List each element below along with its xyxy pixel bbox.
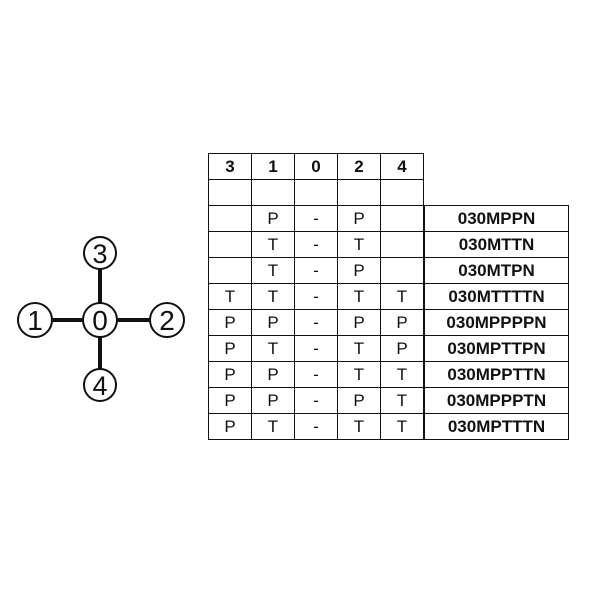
model-code-cell: 030MPPN	[424, 205, 569, 232]
position-circle-center	[82, 302, 118, 338]
position-cell: -	[294, 413, 338, 440]
position-cell: T	[380, 283, 424, 310]
position-cell	[208, 205, 252, 232]
blank-row	[208, 179, 569, 206]
position-cell: -	[294, 387, 338, 414]
position-cell: P	[208, 361, 252, 388]
position-cell: P	[208, 335, 252, 362]
position-circle-top	[83, 236, 117, 270]
position-cell: P	[337, 387, 381, 414]
position-cell: P	[208, 309, 252, 336]
position-label-right: 2	[159, 305, 175, 336]
model-code-cell: 030MTTTTN	[424, 283, 569, 310]
position-cell: T	[251, 257, 295, 284]
position-cell: -	[294, 309, 338, 336]
position-cell: P	[208, 387, 252, 414]
position-cell: T	[337, 335, 381, 362]
position-cell: T	[380, 413, 424, 440]
position-label-bottom: 4	[92, 371, 107, 401]
model-code-cell: 030MPPPTN	[424, 387, 569, 414]
header-cell: 4	[380, 153, 424, 180]
position-cell: T	[251, 335, 295, 362]
position-circle-bottom	[83, 368, 117, 402]
position-cell: T	[380, 387, 424, 414]
blank-cell	[251, 179, 295, 206]
header-gap	[425, 180, 569, 206]
position-cell: T	[251, 231, 295, 258]
position-cell: -	[294, 361, 338, 388]
position-cell: T	[337, 231, 381, 258]
position-cell: -	[294, 205, 338, 232]
blank-cell	[337, 179, 381, 206]
position-cell: T	[208, 283, 252, 310]
position-cell: P	[251, 361, 295, 388]
position-cell	[208, 257, 252, 284]
header-gap	[425, 154, 569, 180]
position-cell	[380, 231, 424, 258]
model-code-cell: 030MTTN	[424, 231, 569, 258]
model-code-cell: 030MPPPPN	[424, 309, 569, 336]
position-cell: P	[337, 257, 381, 284]
table-row: T-T 030MTTN	[208, 231, 569, 258]
position-cell: T	[337, 283, 381, 310]
blank-cell	[208, 179, 252, 206]
header-cell: 1	[251, 153, 295, 180]
model-code-cell: 030MTPN	[424, 257, 569, 284]
position-cell: T	[251, 413, 295, 440]
blank-cell	[380, 179, 424, 206]
position-cell: P	[380, 335, 424, 362]
position-cell: P	[208, 413, 252, 440]
model-code-cell: 030MPTTTN	[424, 413, 569, 440]
model-code-cell: 030MPPTTN	[424, 361, 569, 388]
position-cell: P	[251, 387, 295, 414]
position-cell	[208, 231, 252, 258]
position-cell: -	[294, 335, 338, 362]
position-cell: P	[251, 205, 295, 232]
blank-cell	[294, 179, 338, 206]
header-cell: 2	[337, 153, 381, 180]
position-cell: -	[294, 231, 338, 258]
position-circle-right	[149, 302, 185, 338]
position-cell: P	[337, 205, 381, 232]
position-cell	[380, 205, 424, 232]
position-label-top: 3	[92, 239, 107, 269]
position-cell: T	[251, 283, 295, 310]
position-cell: P	[337, 309, 381, 336]
model-code-cell: 030MPTTPN	[424, 335, 569, 362]
position-label-left: 1	[27, 305, 43, 336]
header-cell: 3	[208, 153, 252, 180]
position-cell: P	[380, 309, 424, 336]
position-cell: P	[251, 309, 295, 336]
header-row: 3 1 0 2 4	[208, 153, 569, 180]
position-cell: -	[294, 257, 338, 284]
position-circle-left	[17, 302, 53, 338]
position-cell: T	[337, 361, 381, 388]
table-row: T-P 030MTPN	[208, 257, 569, 284]
position-cell	[380, 257, 424, 284]
position-label-center: 0	[92, 305, 108, 336]
header-cell: 0	[294, 153, 338, 180]
table-row: P-P 030MPPN	[208, 205, 569, 232]
position-cell: T	[337, 413, 381, 440]
position-cell: T	[380, 361, 424, 388]
position-cell: -	[294, 283, 338, 310]
